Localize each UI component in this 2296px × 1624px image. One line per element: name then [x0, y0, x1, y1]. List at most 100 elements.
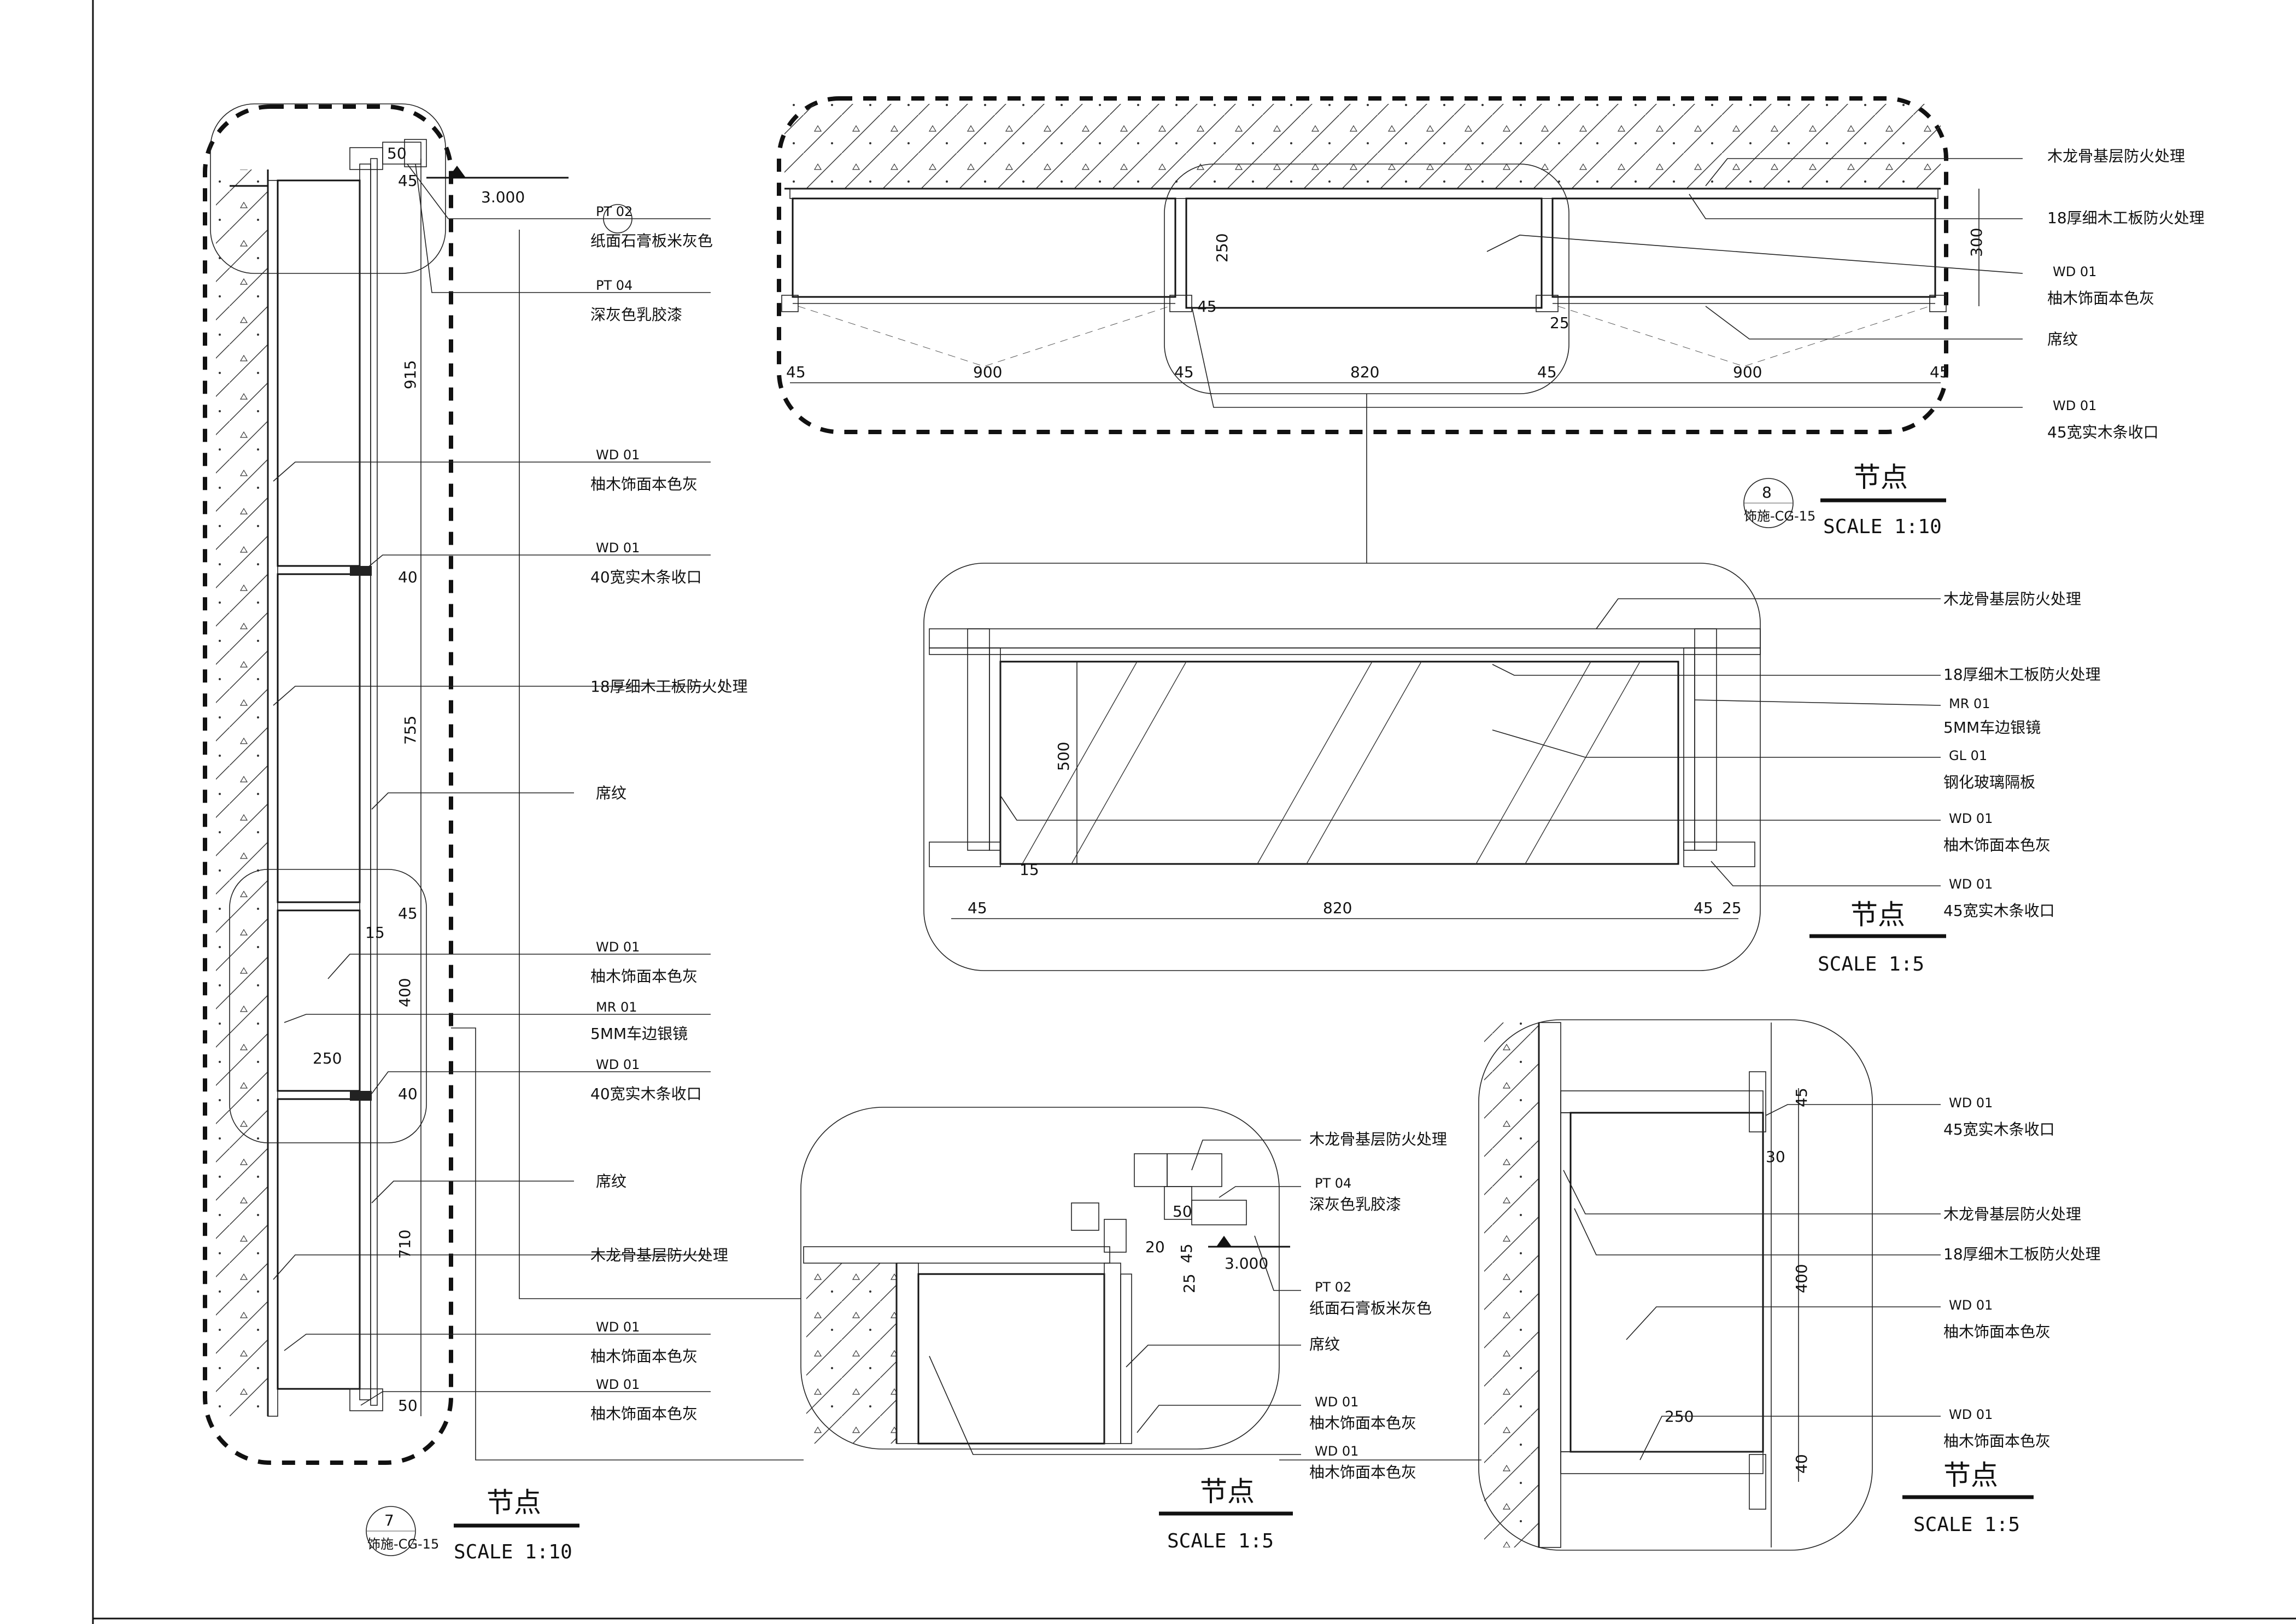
- shelf-compartment: [1569, 1112, 1764, 1453]
- detail-7: 3.000 50 45 915 40 755 15 45 400 250 40 …: [203, 103, 748, 1563]
- svg-text:WD 01: WD 01: [596, 1057, 640, 1072]
- svg-text:18厚细木工板防火处理: 18厚细木工板防火处理: [2047, 209, 2205, 227]
- svg-text:915: 915: [401, 360, 419, 389]
- svg-text:45: 45: [1930, 363, 1949, 381]
- svg-text:纸面石膏板米灰色: 纸面石膏板米灰色: [1309, 1299, 1432, 1317]
- svg-text:250: 250: [1213, 233, 1231, 262]
- detail-7-title: 7 饰施-CG-15 节点 SCALE 1:10: [366, 1487, 579, 1563]
- detail-7-title-text: 节点: [487, 1487, 541, 1518]
- svg-text:5MM车边银镜: 5MM车边银镜: [590, 1025, 688, 1043]
- detail-shelf-callouts: WD 01 45宽实木条收口 木龙骨基层防火处理 18厚细木工板防火处理 WD …: [1563, 1095, 2101, 1461]
- detail-8-boundary: [777, 96, 1948, 434]
- svg-text:WD 01: WD 01: [1949, 1407, 1993, 1422]
- svg-text:WD 01: WD 01: [1949, 811, 1993, 826]
- svg-text:柚木饰面本色灰: 柚木饰面本色灰: [1943, 1432, 2051, 1450]
- svg-text:7: 7: [384, 1511, 394, 1529]
- detail-shelf-dims: 45 30 400 250 40: [1665, 1088, 1811, 1474]
- detail-shelf-title-text: 节点: [1943, 1459, 1998, 1491]
- detail-top-boundary: [800, 1107, 1280, 1450]
- svg-text:柚木饰面本色灰: 柚木饰面本色灰: [1309, 1414, 1416, 1432]
- svg-text:400: 400: [396, 978, 414, 1007]
- svg-text:钢化玻璃隔板: 钢化玻璃隔板: [1943, 773, 2035, 791]
- svg-text:木龙骨基层防火处理: 木龙骨基层防火处理: [1309, 1130, 1447, 1148]
- detail-7-board: [267, 180, 278, 1417]
- svg-text:PT 04: PT 04: [596, 278, 632, 293]
- detail-top-callouts: 木龙骨基层防火处理 PT 04 深灰色乳胶漆 PT 02 纸面石膏板米灰色 席纹…: [929, 1130, 1447, 1481]
- detail-8-slab: [784, 104, 1941, 189]
- svg-text:席纹: 席纹: [596, 784, 626, 802]
- svg-text:柚木饰面本色灰: 柚木饰面本色灰: [1309, 1463, 1416, 1481]
- detail-top-title-text: 节点: [1200, 1476, 1255, 1508]
- svg-text:25: 25: [1722, 899, 1742, 917]
- svg-text:纸面石膏板米灰色: 纸面石膏板米灰色: [590, 232, 713, 250]
- svg-text:PT 02: PT 02: [1315, 1280, 1351, 1295]
- svg-text:WD 01: WD 01: [1315, 1394, 1358, 1410]
- detail-shelf-boundary: [1478, 1019, 1873, 1551]
- svg-text:WD 01: WD 01: [596, 1319, 640, 1335]
- svg-text:250: 250: [313, 1049, 342, 1067]
- detail-top-dims: 50 20 45 25: [1145, 1202, 1198, 1293]
- detail-glass-callouts: 木龙骨基层防火处理 18厚细木工板防火处理 MR 01 5MM车边银镜 GL 0…: [1000, 590, 2101, 920]
- svg-text:40: 40: [1793, 1454, 1811, 1474]
- detail-glass-scale: SCALE 1:5: [1818, 953, 1924, 975]
- detail-8-dims: 45 900 45 820 45 900 45 300 250 45 25: [786, 189, 1985, 381]
- svg-text:8: 8: [1762, 483, 1772, 501]
- svg-text:席纹: 席纹: [2047, 330, 2078, 348]
- svg-text:木龙骨基层防火处理: 木龙骨基层防火处理: [1943, 590, 2081, 608]
- detail-7-dims: 50 45 915 40 755 15 45 400 250 40 710 50: [313, 144, 419, 1415]
- detail-glass-boundary: [923, 563, 1761, 971]
- detail-top: 3.000 50 20 45 25 木龙骨基层防火处理 PT 04 深灰色乳胶漆…: [800, 1107, 1447, 1552]
- svg-text:柚木饰面本色灰: 柚木饰面本色灰: [590, 475, 698, 493]
- svg-text:PT 02: PT 02: [596, 204, 632, 219]
- bay-right: [1551, 197, 1936, 298]
- bay-left: [792, 197, 1176, 298]
- svg-text:40宽实木条收口: 40宽实木条收口: [590, 568, 702, 586]
- svg-text:WD 01: WD 01: [1949, 1095, 1993, 1111]
- svg-text:820: 820: [1350, 363, 1379, 381]
- svg-text:15: 15: [1020, 861, 1039, 879]
- svg-text:18厚细木工板防火处理: 18厚细木工板防火处理: [1943, 665, 2101, 684]
- svg-text:400: 400: [1793, 1264, 1811, 1293]
- svg-text:饰施-CG-15: 饰施-CG-15: [1744, 509, 1815, 524]
- detail-shelf-title: 节点 SCALE 1:5: [1902, 1459, 2034, 1536]
- svg-text:PT 04: PT 04: [1315, 1176, 1351, 1191]
- glass-panel: [999, 661, 1679, 865]
- svg-text:45: 45: [968, 899, 987, 917]
- svg-text:20: 20: [1145, 1238, 1165, 1256]
- svg-text:木龙骨基层防火处理: 木龙骨基层防火处理: [2047, 147, 2185, 165]
- detail-shelf-scale: SCALE 1:5: [1913, 1514, 2020, 1536]
- svg-text:WD 01: WD 01: [596, 447, 640, 463]
- svg-text:45: 45: [398, 172, 418, 190]
- detail-glass: 500 15 45 820 45 25 木龙骨基层防火处理 18厚细木工板防火处…: [923, 563, 2101, 975]
- svg-text:300: 300: [1967, 228, 1985, 257]
- svg-text:WD 01: WD 01: [596, 939, 640, 955]
- svg-text:820: 820: [1323, 899, 1352, 917]
- svg-text:柚木饰面本色灰: 柚木饰面本色灰: [1943, 836, 2051, 854]
- svg-text:45: 45: [1537, 363, 1557, 381]
- svg-text:500: 500: [1055, 742, 1073, 771]
- svg-text:木龙骨基层防火处理: 木龙骨基层防火处理: [590, 1246, 728, 1264]
- svg-text:45宽实木条收口: 45宽实木条收口: [1943, 1120, 2055, 1138]
- detail-shelf: 45 30 400 250 40 WD 01 45宽实木条收口 木龙骨基层防火处…: [1478, 1019, 2101, 1551]
- detail-8-callouts: 木龙骨基层防火处理 18厚细木工板防火处理 WD 01 柚木饰面本色灰 席纹 W…: [1191, 147, 2205, 441]
- svg-text:50: 50: [387, 144, 407, 162]
- detail-7-scale: SCALE 1:10: [454, 1541, 572, 1563]
- detail-7-callouts: PT 02 纸面石膏板米灰色 PT 04 深灰色乳胶漆 WD 01 柚木饰面本色…: [273, 163, 748, 1423]
- svg-text:柚木饰面本色灰: 柚木饰面本色灰: [1943, 1323, 2051, 1341]
- svg-text:45宽实木条收口: 45宽实木条收口: [2047, 423, 2159, 441]
- svg-text:柚木饰面本色灰: 柚木饰面本色灰: [590, 967, 698, 985]
- svg-text:45: 45: [1178, 1243, 1196, 1263]
- svg-text:25: 25: [1550, 314, 1569, 332]
- svg-text:柚木饰面本色灰: 柚木饰面本色灰: [590, 1405, 698, 1423]
- svg-text:5MM车边银镜: 5MM车边银镜: [1943, 718, 2041, 737]
- svg-text:深灰色乳胶漆: 深灰色乳胶漆: [590, 306, 682, 324]
- svg-text:MR 01: MR 01: [1949, 696, 1990, 711]
- connector-line-2: [451, 1027, 804, 1461]
- svg-text:WD 01: WD 01: [1949, 1298, 1993, 1313]
- svg-text:18厚细木工板防火处理: 18厚细木工板防火处理: [590, 677, 748, 696]
- detail-7-boundary: [203, 104, 453, 1465]
- svg-text:50: 50: [1173, 1202, 1192, 1220]
- connector-line-3: [519, 230, 801, 1299]
- svg-text:40宽实木条收口: 40宽实木条收口: [590, 1085, 702, 1103]
